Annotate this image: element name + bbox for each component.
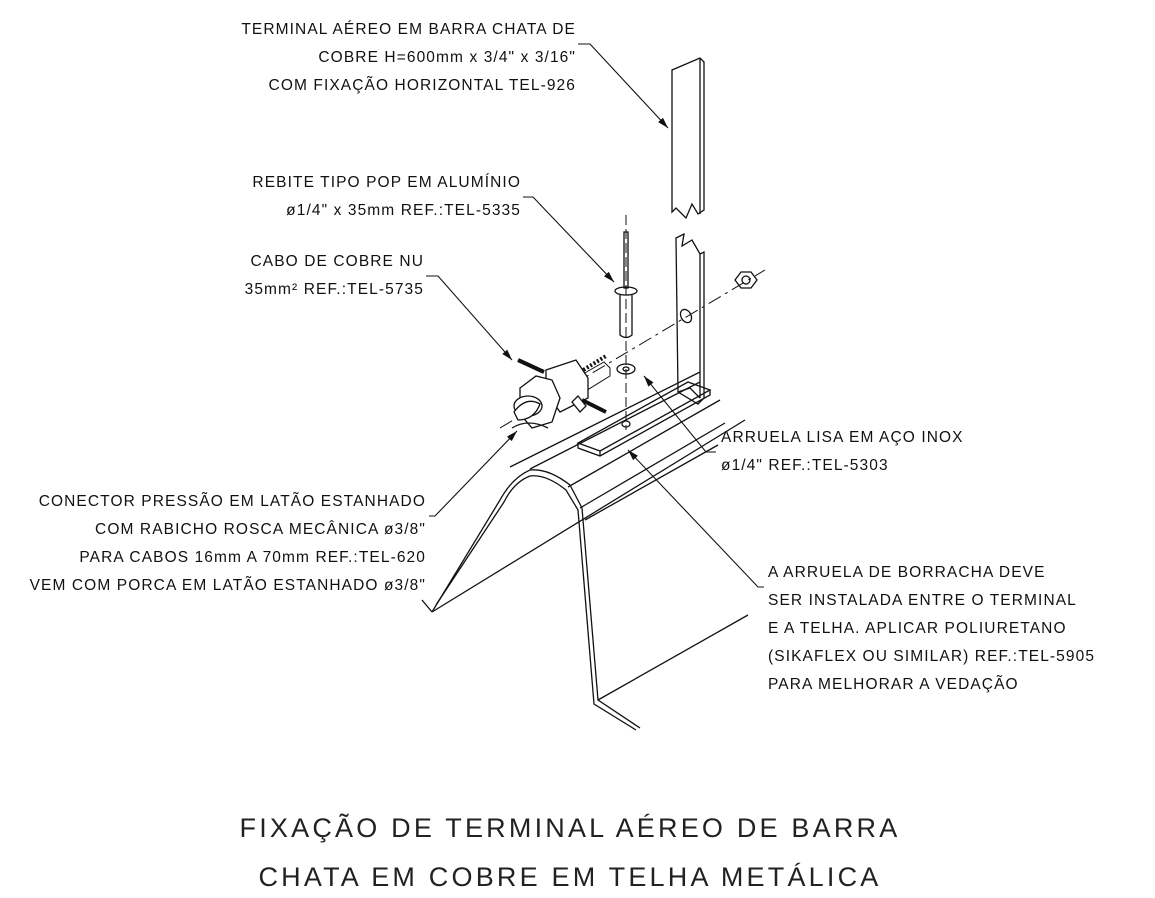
label-line: COM FIXAÇÃO HORIZONTAL TEL-926 bbox=[268, 77, 576, 94]
rubber-washer-label: A ARRUELA DE BORRACHA DEVE SER INSTALADA… bbox=[768, 559, 1095, 699]
label-line: REBITE TIPO POP EM ALUMÍNIO bbox=[252, 174, 521, 191]
metal-roof-tile bbox=[421, 371, 749, 731]
label-line: PARA MELHORAR A VEDAÇÃO bbox=[768, 676, 1019, 693]
hex-nut bbox=[734, 271, 758, 289]
label-line: COBRE H=600mm x 3/4" x 3/16" bbox=[318, 49, 576, 66]
label-line: SER INSTALADA ENTRE O TERMINAL bbox=[768, 592, 1077, 609]
label-line: COM RABICHO ROSCA MECÂNICA ø3/8" bbox=[95, 521, 426, 538]
connector-label: CONECTOR PRESSÃO EM LATÃO ESTANHADO COM … bbox=[30, 488, 426, 600]
centerline bbox=[499, 269, 766, 429]
label-line: A ARRUELA DE BORRACHA DEVE bbox=[768, 564, 1046, 581]
label-line: 35mm² REF.:TEL-5735 bbox=[244, 281, 424, 298]
rubber-washer-plate bbox=[576, 381, 712, 457]
pressure-connector bbox=[511, 354, 611, 429]
label-line: (SIKAFLEX OU SIMILAR) REF.:TEL-5905 bbox=[768, 648, 1096, 665]
rivet-label: REBITE TIPO POP EM ALUMÍNIO ø1/4" x 35mm… bbox=[252, 169, 521, 225]
label-line: E A TELHA. APLICAR POLIURETANO bbox=[768, 620, 1067, 637]
label-line: VEM COM PORCA EM LATÃO ESTANHADO ø3/8" bbox=[29, 577, 426, 594]
label-line: CONECTOR PRESSÃO EM LATÃO ESTANHADO bbox=[38, 493, 426, 510]
drawing-title-line-2: CHATA EM COBRE EM TELHA METÁLICA bbox=[258, 862, 882, 892]
label-line: ARRUELA LISA EM AÇO INOX bbox=[721, 429, 964, 446]
label-line: TERMINAL AÉREO EM BARRA CHATA DE bbox=[241, 21, 576, 38]
drawing-title-line-1: FIXAÇÃO DE TERMINAL AÉREO DE BARRA bbox=[239, 813, 901, 843]
terminal-label: TERMINAL AÉREO EM BARRA CHATA DE COBRE H… bbox=[241, 16, 576, 100]
flat-washer-label: ARRUELA LISA EM AÇO INOX ø1/4" REF.:TEL-… bbox=[721, 424, 964, 480]
label-line: PARA CABOS 16mm A 70mm REF.:TEL-620 bbox=[79, 549, 426, 566]
label-line: ø1/4" x 35mm REF.:TEL-5335 bbox=[286, 202, 521, 219]
leader-lines bbox=[426, 43, 764, 588]
copper-bar-lower bbox=[675, 232, 705, 405]
pop-rivet bbox=[614, 231, 638, 428]
copper-bar-upper bbox=[671, 57, 705, 220]
label-line: ø1/4" REF.:TEL-5303 bbox=[721, 457, 889, 474]
cable-label: CABO DE COBRE NU 35mm² REF.:TEL-5735 bbox=[245, 248, 424, 304]
label-line: CABO DE COBRE NU bbox=[250, 253, 424, 270]
